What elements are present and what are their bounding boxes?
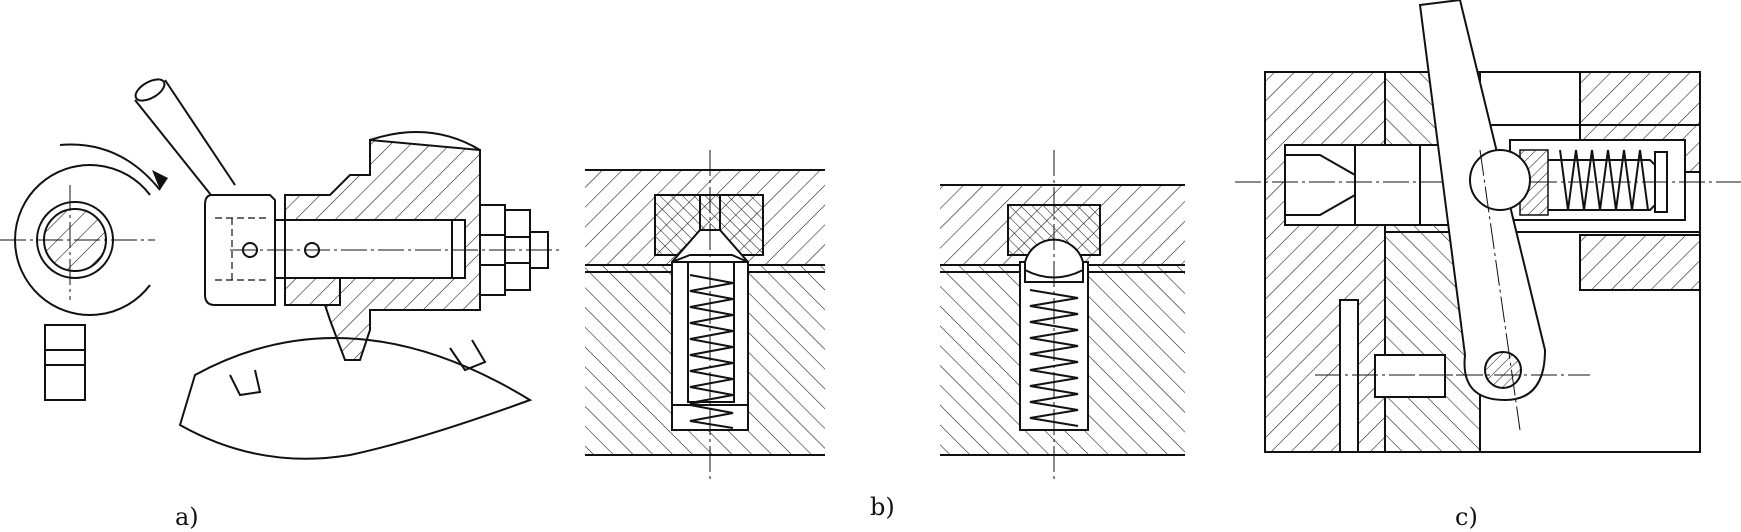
view-c-lever-plunger-assembly	[1235, 0, 1741, 453]
label-c: c)	[1455, 503, 1478, 531]
pin-housing	[284, 131, 481, 361]
lock-nuts	[230, 204, 560, 296]
spring-b1	[689, 274, 734, 420]
label-b: b)	[870, 493, 895, 521]
view-a-index-pin-lever: a)	[0, 78, 560, 531]
lever-handle	[134, 78, 236, 201]
view-b-spring-plunger-conical	[585, 150, 825, 480]
label-a: a)	[175, 503, 199, 531]
detent-block	[44, 324, 86, 401]
index-plate	[178, 336, 533, 460]
view-b-spring-plunger-ball	[940, 150, 1185, 480]
index-disc	[0, 143, 168, 316]
